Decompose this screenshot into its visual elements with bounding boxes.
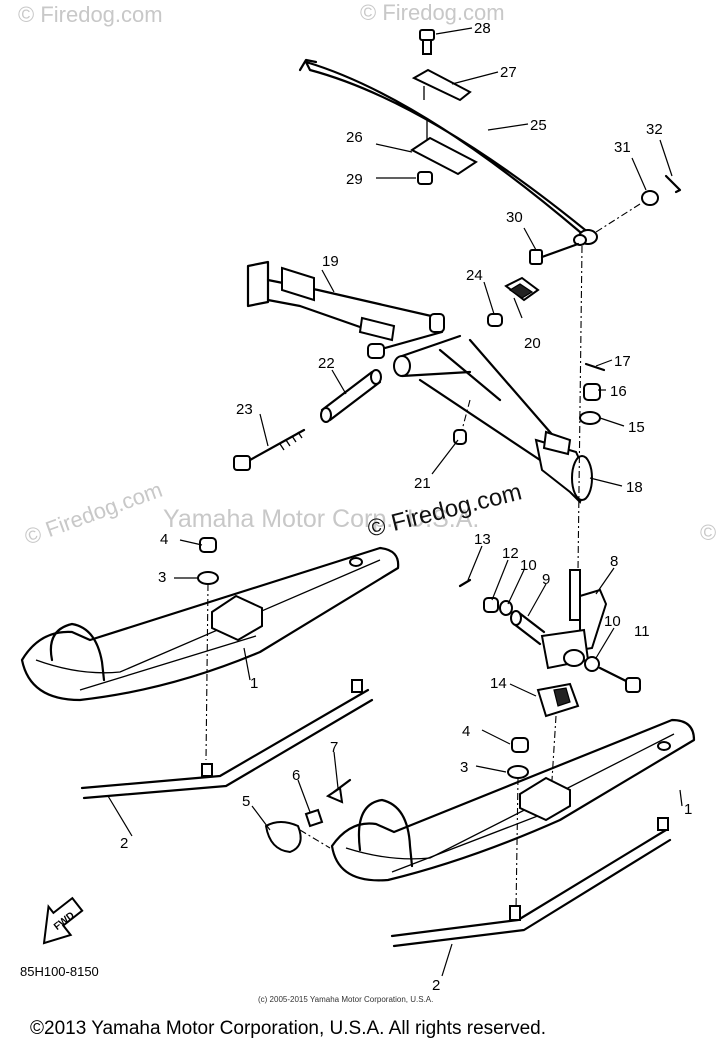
part-28-bolt bbox=[419, 29, 435, 55]
part-4-nut-left bbox=[199, 537, 217, 553]
part-2-runner-left bbox=[80, 679, 374, 800]
callout-22: 22 bbox=[318, 355, 335, 372]
callout-27: 27 bbox=[500, 64, 517, 81]
callout-24: 24 bbox=[466, 267, 483, 284]
watermark-corner-top-left: © Firedog.com bbox=[18, 2, 163, 27]
callout-3-left: 3 bbox=[158, 569, 166, 586]
watermark-layer: © Firedog.com © Firedog.com © Firedog.co… bbox=[18, 0, 716, 550]
callout-2-left: 2 bbox=[120, 835, 128, 852]
part-7-rivet bbox=[325, 778, 352, 804]
centerline-left-ski bbox=[205, 583, 209, 761]
part-1-ski-left bbox=[20, 546, 400, 702]
watermark-left: © Firedog.com bbox=[21, 477, 165, 550]
part-14-damper bbox=[536, 682, 580, 781]
part-3-washer-left bbox=[197, 571, 219, 585]
small-copyright: (c) 2005-2015 Yamaha Motor Corporation, … bbox=[258, 995, 433, 1004]
part-9-collar bbox=[510, 610, 546, 646]
callout-25: 25 bbox=[530, 117, 547, 134]
drawing-code: 85H100-8150 bbox=[20, 964, 99, 979]
part-22-collar bbox=[320, 369, 382, 423]
part-30-bolt bbox=[529, 242, 580, 265]
part-15-washer bbox=[579, 411, 601, 425]
part-19-upper-arm bbox=[246, 260, 445, 359]
part-20-stopper bbox=[504, 276, 540, 302]
callout-17: 17 bbox=[614, 353, 631, 370]
part-4-nut-right bbox=[511, 737, 529, 753]
centerline-spindle bbox=[577, 245, 583, 571]
part-13-cotter-pin bbox=[458, 578, 472, 588]
callout-4-left: 4 bbox=[160, 531, 168, 548]
callout-labels: 28 27 25 26 29 31 32 30 19 24 20 17 16 1… bbox=[120, 20, 692, 994]
callout-4-right: 4 bbox=[462, 723, 470, 740]
part-10-washer-left bbox=[499, 600, 513, 616]
leader-lines bbox=[107, 27, 683, 977]
watermark-site-center: © Firedog.com bbox=[365, 478, 525, 542]
footer-copyright: ©2013 Yamaha Motor Corporation, U.S.A. A… bbox=[30, 1018, 546, 1039]
part-12-nut bbox=[483, 597, 499, 613]
part-26-plate bbox=[410, 120, 478, 176]
callout-8: 8 bbox=[610, 553, 618, 570]
callout-11: 11 bbox=[634, 623, 650, 640]
forward-arrow-icon: FWD bbox=[42, 896, 84, 945]
callout-18: 18 bbox=[626, 479, 643, 496]
callout-9: 9 bbox=[542, 571, 550, 588]
part-11-bolt bbox=[598, 666, 641, 693]
part-32-cotter-pin bbox=[664, 174, 682, 194]
callout-14: 14 bbox=[490, 675, 507, 692]
callout-30: 30 bbox=[506, 209, 523, 226]
callout-32: 32 bbox=[646, 121, 663, 138]
part-16-castle-nut bbox=[583, 383, 601, 401]
part-6-stud bbox=[304, 808, 324, 828]
part-1-ski-right bbox=[330, 718, 696, 882]
callout-19: 19 bbox=[322, 253, 339, 270]
callout-2-right: 2 bbox=[432, 977, 440, 994]
part-24-nut bbox=[487, 313, 503, 327]
part-10-washer-right bbox=[584, 656, 600, 672]
watermark-corner-top-center: © Firedog.com bbox=[360, 0, 505, 25]
part-27-plate bbox=[411, 68, 472, 102]
callout-23: 23 bbox=[236, 401, 253, 418]
callout-5: 5 bbox=[242, 793, 250, 810]
part-8-spindle-arm bbox=[540, 569, 608, 670]
callout-12: 12 bbox=[502, 545, 519, 562]
centerline-right-ski bbox=[515, 777, 519, 911]
callout-3-right: 3 bbox=[460, 759, 468, 776]
callout-10-lower: 10 bbox=[604, 613, 621, 630]
callout-1-left: 1 bbox=[250, 675, 258, 692]
callout-16: 16 bbox=[610, 383, 627, 400]
callout-26: 26 bbox=[346, 129, 363, 146]
part-18-lower-arm bbox=[393, 334, 593, 504]
callout-15: 15 bbox=[628, 419, 645, 436]
part-3-washer-right bbox=[507, 765, 529, 779]
callout-21: 21 bbox=[414, 475, 431, 492]
callout-6: 6 bbox=[292, 767, 300, 784]
callout-7: 7 bbox=[330, 739, 338, 756]
callout-29: 29 bbox=[346, 171, 363, 188]
part-17-cotter-pin bbox=[584, 362, 606, 372]
callout-20: 20 bbox=[524, 335, 541, 352]
part-2-runner-right bbox=[390, 817, 672, 948]
callout-1-right: 1 bbox=[684, 801, 692, 818]
part-25-leaf-spring bbox=[298, 58, 598, 246]
callout-31: 31 bbox=[614, 139, 631, 156]
callout-10-upper: 10 bbox=[520, 557, 537, 574]
part-31-nut bbox=[595, 190, 659, 233]
part-29-nut bbox=[417, 171, 433, 185]
watermark-right: © bbox=[700, 520, 716, 545]
callout-13: 13 bbox=[474, 531, 491, 548]
callout-28: 28 bbox=[474, 20, 491, 37]
part-5-plate bbox=[264, 821, 331, 854]
part-23-long-bolt bbox=[233, 428, 306, 471]
watermark-brand: Yamaha Motor Corp., U.S.A. bbox=[163, 505, 479, 533]
